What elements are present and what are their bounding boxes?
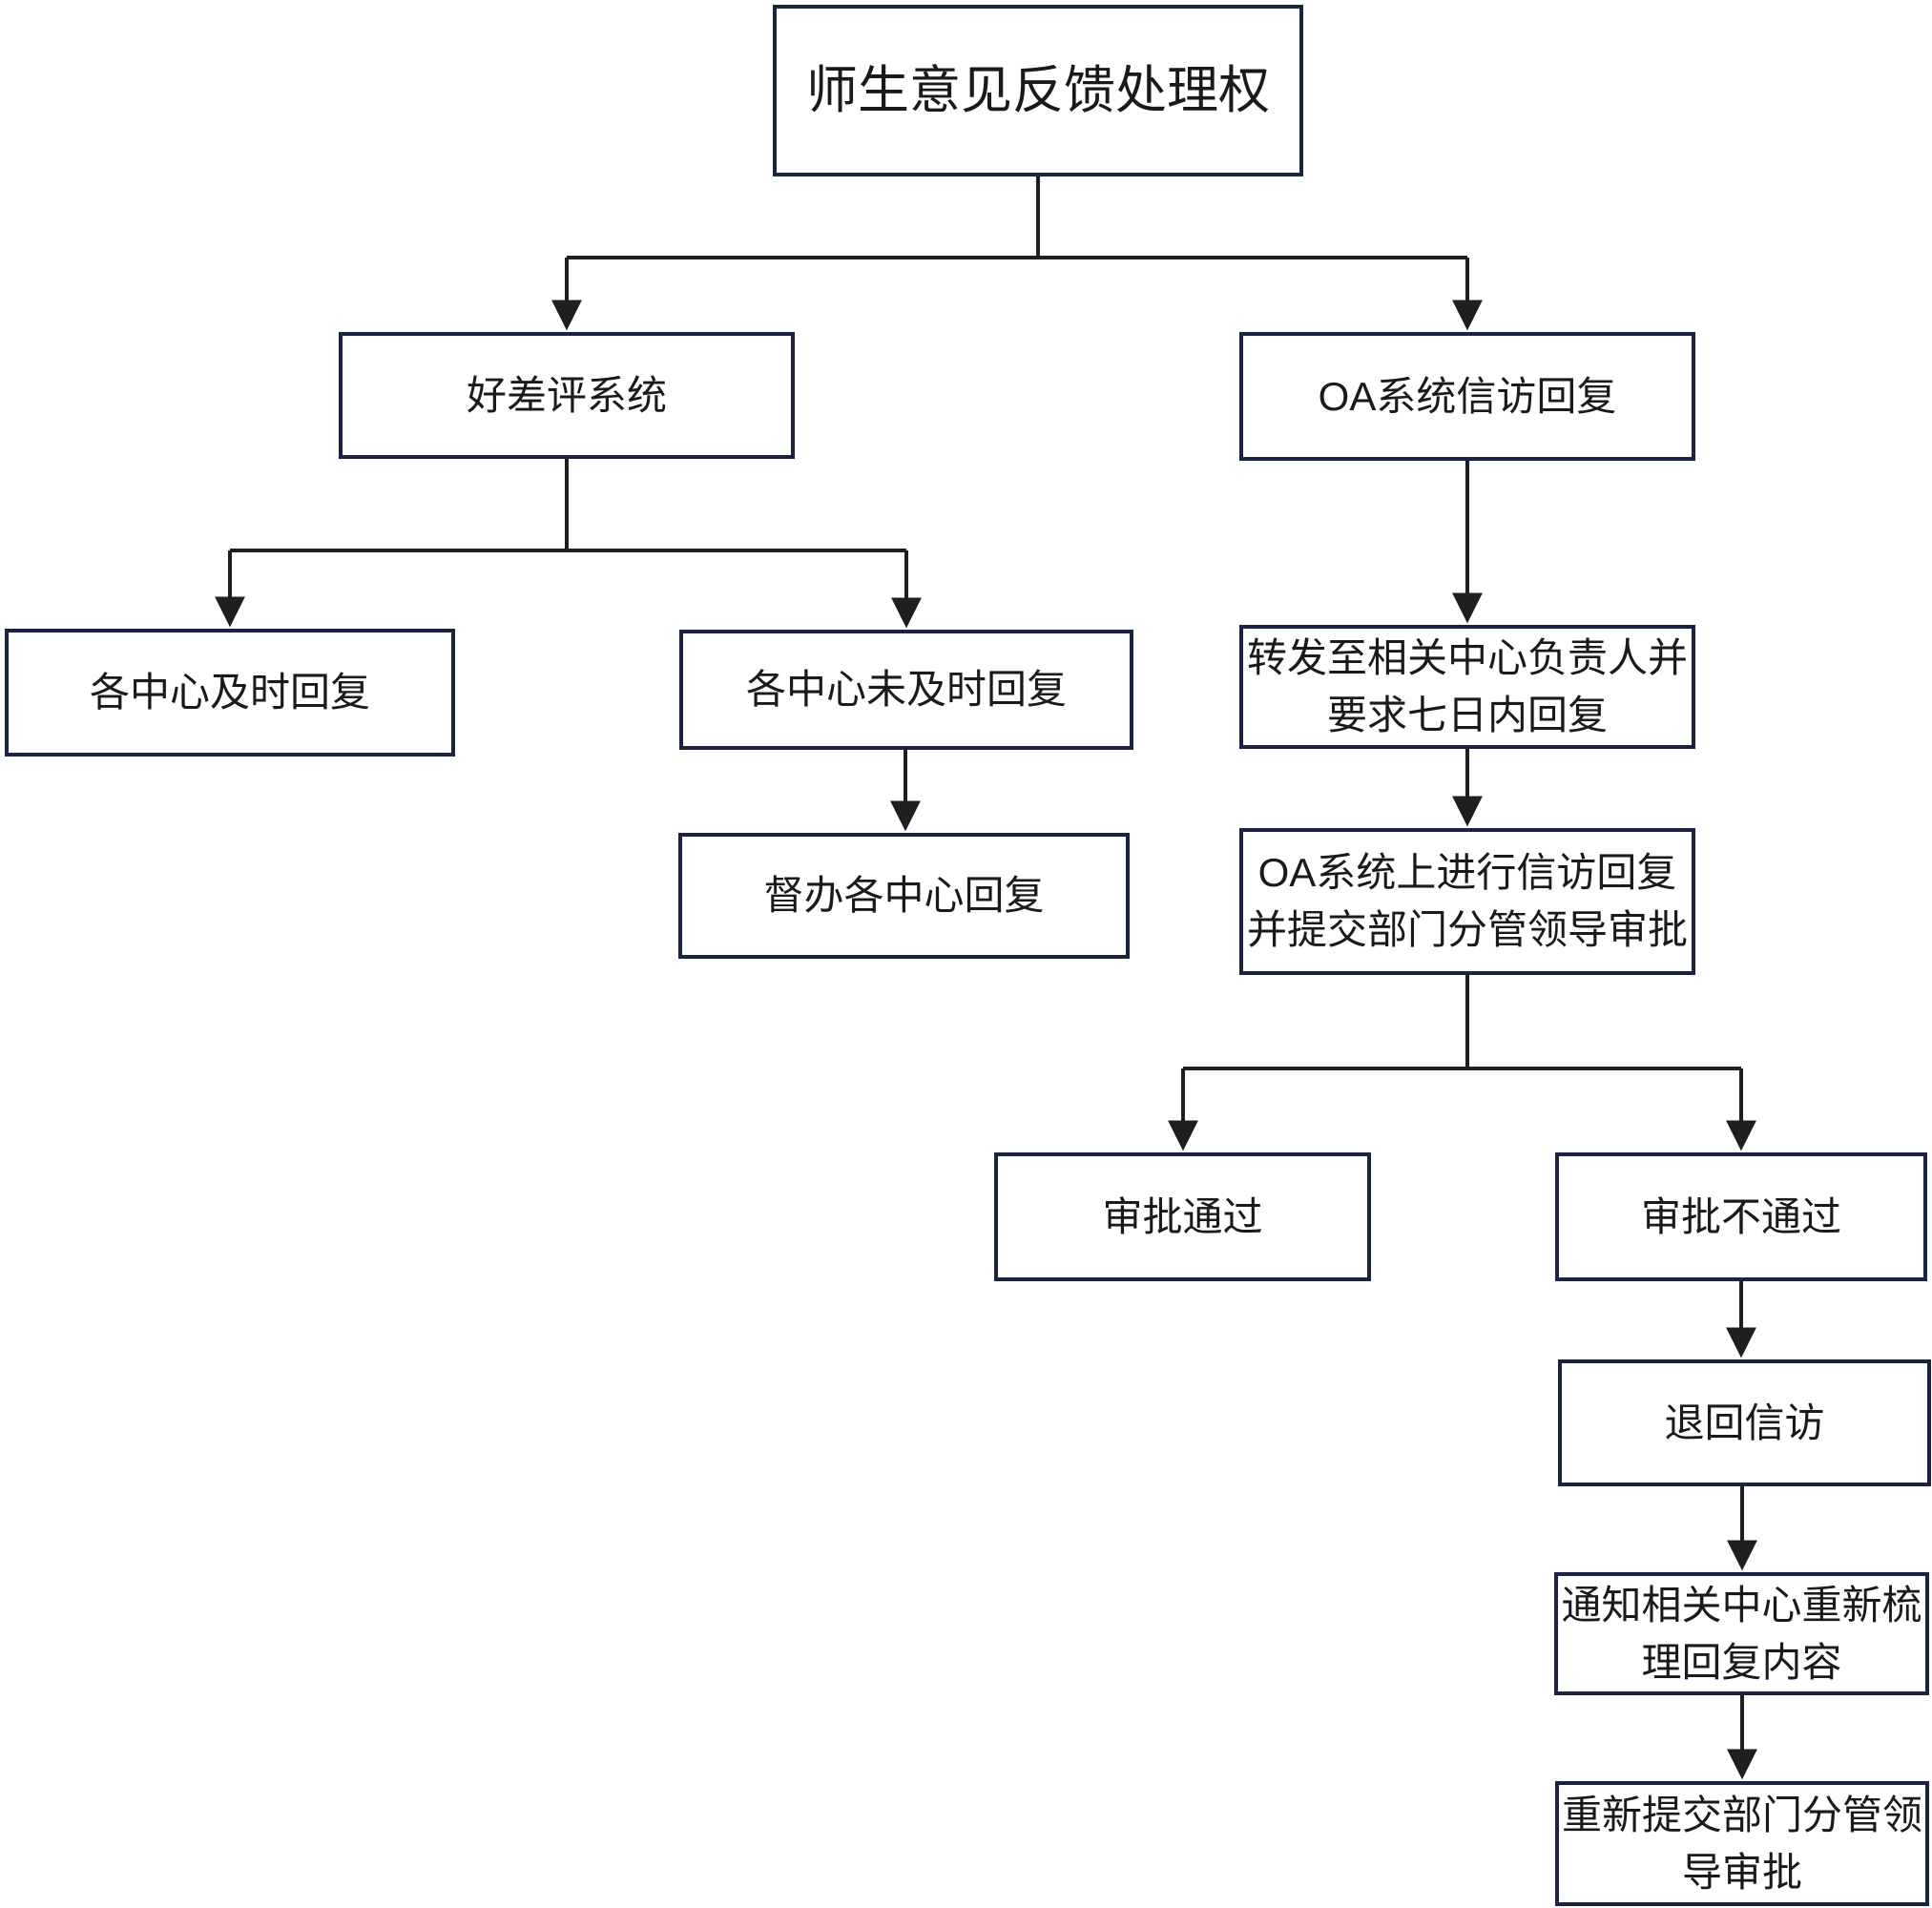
node-approval-fail: 审批不通过 [1555, 1152, 1927, 1281]
node-review-system: 好差评系统 [339, 332, 795, 459]
node-oa-petition-reply-label: OA系统信访回复 [1318, 373, 1617, 419]
node-center-timely-reply-label: 各中心及时回复 [89, 670, 370, 715]
node-supervise-center-reply: 督办各中心回复 [678, 833, 1130, 959]
node-center-not-timely-reply-label: 各中心未及时回复 [745, 667, 1067, 712]
node-oa-petition-reply: OA系统信访回复 [1239, 332, 1695, 461]
node-notify-center-rework-label: 通知相关中心重新梳 理回复内容 [1561, 1582, 1922, 1685]
node-forward-to-center-lead-label: 转发至相关中心负责人并 要求七日内回复 [1246, 635, 1688, 737]
node-review-system-label: 好差评系统 [466, 372, 667, 418]
node-root: 师生意见反馈处理权 [773, 5, 1303, 176]
node-oa-reply-submit-approval: OA系统上进行信访回复 并提交部门分管领导审批 [1239, 828, 1695, 975]
node-supervise-center-reply-label: 督办各中心回复 [763, 873, 1045, 918]
node-approval-pass-label: 审批通过 [1102, 1193, 1263, 1239]
node-approval-pass: 审批通过 [994, 1152, 1371, 1281]
node-resubmit-for-approval-label: 重新提交部门分管领 导审批 [1561, 1792, 1922, 1895]
node-root-label: 师生意见反馈处理权 [806, 62, 1270, 119]
node-approval-fail-label: 审批不通过 [1640, 1193, 1841, 1239]
node-oa-reply-submit-approval-label: OA系统上进行信访回复 并提交部门分管领导审批 [1246, 850, 1688, 952]
node-return-petition: 退回信访 [1558, 1359, 1931, 1486]
node-center-timely-reply: 各中心及时回复 [5, 629, 455, 757]
node-forward-to-center-lead: 转发至相关中心负责人并 要求七日内回复 [1239, 625, 1695, 749]
node-notify-center-rework: 通知相关中心重新梳 理回复内容 [1554, 1572, 1929, 1695]
node-resubmit-for-approval: 重新提交部门分管领 导审批 [1555, 1781, 1929, 1906]
node-return-petition-label: 退回信访 [1664, 1400, 1825, 1445]
node-center-not-timely-reply: 各中心未及时回复 [679, 630, 1133, 750]
